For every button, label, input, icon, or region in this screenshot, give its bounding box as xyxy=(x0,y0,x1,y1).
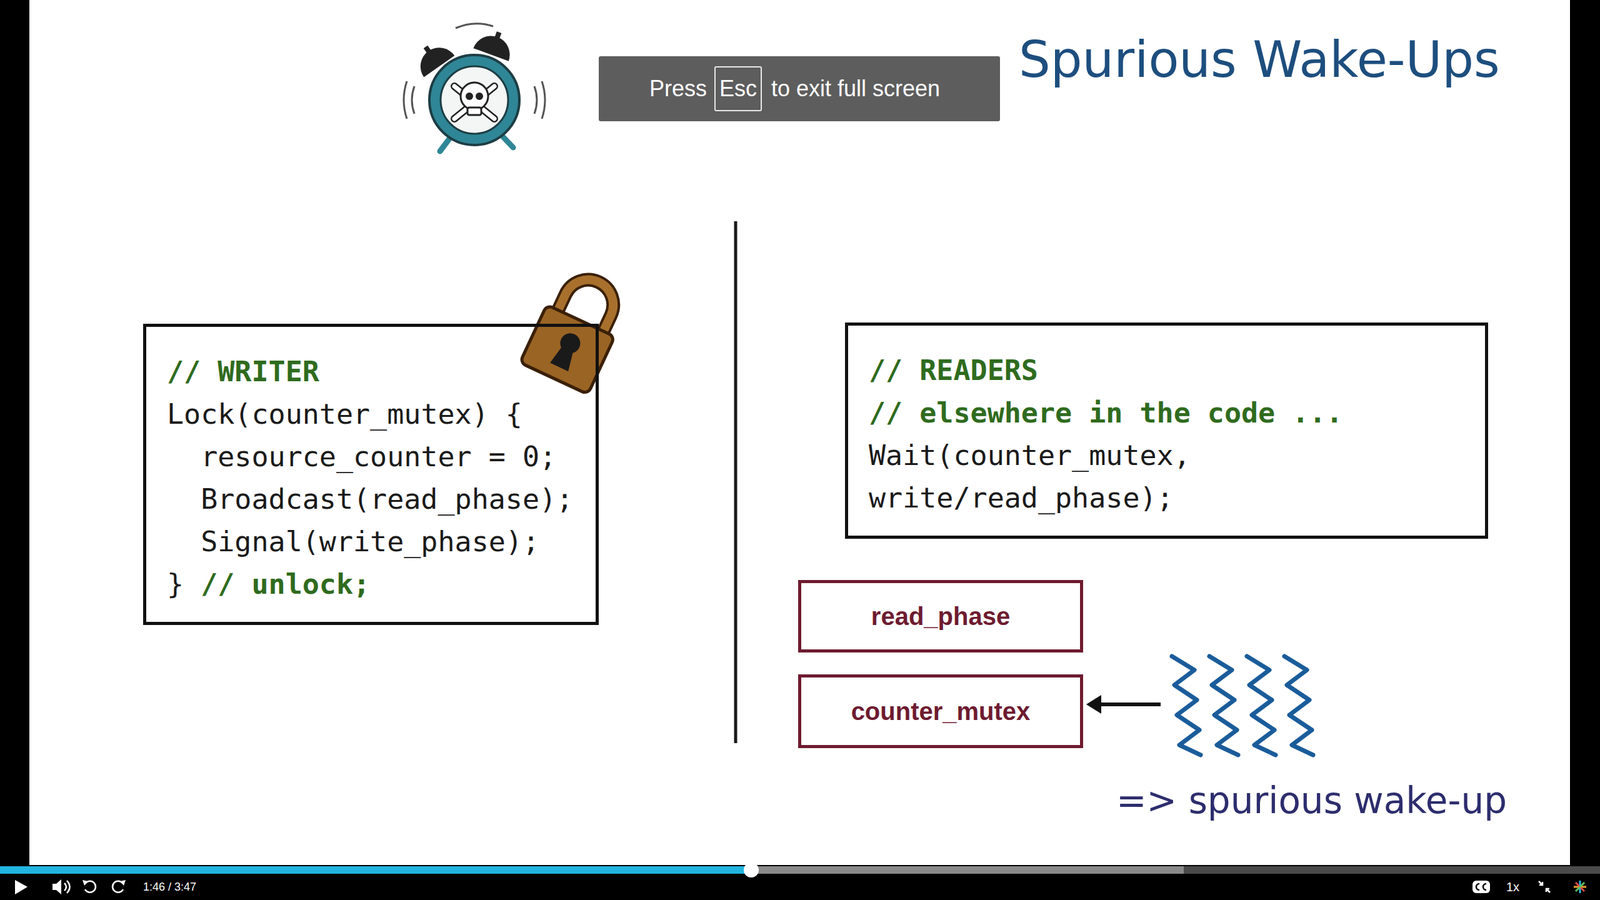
code-line: } xyxy=(166,567,184,601)
exit-fullscreen-icon xyxy=(1546,888,1550,893)
code-comment: // unlock; xyxy=(200,567,370,601)
shake-line xyxy=(541,81,545,119)
clock-foot xyxy=(502,136,514,148)
progress-track xyxy=(0,866,1600,874)
handwritten-note: => spurious wake-up xyxy=(1116,782,1507,819)
bell-knob xyxy=(423,45,432,54)
divider-line xyxy=(734,221,738,744)
text-line: counter_mutex xyxy=(851,697,1031,726)
speed-setting: 1x xyxy=(1506,880,1520,894)
code-box: // WRITER Lock(counter_mutex) { resource_c… xyxy=(143,323,599,625)
hint-text: Press xyxy=(649,77,707,100)
code-box: // READERS // elsewhere in the code ... Wa… xyxy=(845,322,1489,539)
player-bar xyxy=(0,865,1600,900)
progress-knob xyxy=(743,862,759,878)
text-line: } // unlock; xyxy=(166,563,575,606)
text-line: resource_counter = 0; xyxy=(166,435,575,479)
variable-name: read_phase xyxy=(871,602,1010,630)
player-logo xyxy=(1573,880,1587,894)
thread-squiggle xyxy=(1171,656,1201,755)
rewind-icon xyxy=(82,880,89,886)
code-comment: // WRITER xyxy=(166,355,320,389)
code-line: Signal(write_phase); xyxy=(200,525,540,559)
code-line: Wait(counter_mutex, write/read_phase); xyxy=(868,438,1191,515)
arrow-head xyxy=(1086,695,1102,714)
text-line: // elsewhere in the code ... xyxy=(868,391,1465,435)
forward-icon xyxy=(120,880,126,886)
hint-text: to exit full screen xyxy=(771,77,940,100)
clock-face-rim xyxy=(429,55,520,145)
text-line: Signal(write_phase); xyxy=(166,520,575,564)
text-line: // WRITER xyxy=(166,350,575,394)
clock-face xyxy=(440,66,509,134)
bell-knob xyxy=(494,31,502,39)
shake-line xyxy=(411,86,415,114)
variable-box: read_phase xyxy=(798,580,1084,653)
volume-wave xyxy=(66,880,70,894)
text-line: // READERS xyxy=(868,349,1465,392)
thread-squiggle xyxy=(1284,656,1314,755)
progress-buffered xyxy=(0,866,1184,874)
play-icon xyxy=(15,880,28,895)
volume-icon xyxy=(52,879,62,895)
captions-icon xyxy=(1472,880,1490,894)
skull-jaw xyxy=(467,107,482,115)
skull-eye xyxy=(465,92,474,100)
thread-squiggle xyxy=(1209,656,1239,755)
pointer-arrow xyxy=(1098,702,1161,707)
keyhole xyxy=(550,342,578,372)
padlock-icon xyxy=(520,266,634,395)
slide-title: Spurious Wake-Ups xyxy=(1018,32,1500,88)
variable-box: counter_mutex xyxy=(798,674,1084,749)
captions-icon xyxy=(1476,883,1480,890)
player-logo xyxy=(1575,882,1585,892)
volume-wave xyxy=(64,883,67,891)
code-comment: // elsewhere in the code ... xyxy=(868,396,1344,430)
shake-line xyxy=(534,86,537,114)
shake-line xyxy=(455,23,494,29)
key-cap: Esc xyxy=(714,66,762,112)
text-line: Lock(counter_mutex) { xyxy=(166,393,575,436)
side-bar xyxy=(1570,0,1600,867)
thread-squiggle xyxy=(1246,656,1276,755)
text-line: Broadcast(read_phase); xyxy=(166,478,575,521)
exit-fullscreen-icon xyxy=(1538,881,1550,893)
captions-icon xyxy=(1483,883,1487,890)
skull xyxy=(460,82,489,110)
text-line: read_phase xyxy=(871,602,1010,631)
progress-played xyxy=(0,866,752,874)
exit-fullscreen-icon xyxy=(1538,881,1543,885)
clock-foot xyxy=(440,138,450,152)
code-line: resource_counter = 0; xyxy=(200,440,557,474)
time-display: 1:46 / 3:47 xyxy=(143,881,197,893)
alarm-clock-icon xyxy=(403,23,545,152)
side-bar xyxy=(0,0,30,867)
variable-name: counter_mutex xyxy=(851,697,1031,725)
code-line: Lock(counter_mutex) { xyxy=(166,397,523,431)
padlock-body xyxy=(520,305,615,395)
shake-line xyxy=(403,81,407,119)
text-line: Wait(counter_mutex, write/read_phase); xyxy=(868,434,1377,520)
code-line: Broadcast(read_phase); xyxy=(200,482,574,516)
code-comment: // READERS xyxy=(868,353,1039,387)
skull-eye xyxy=(475,92,484,100)
player-logo xyxy=(1575,882,1585,892)
thread-squiggles xyxy=(1171,656,1314,755)
